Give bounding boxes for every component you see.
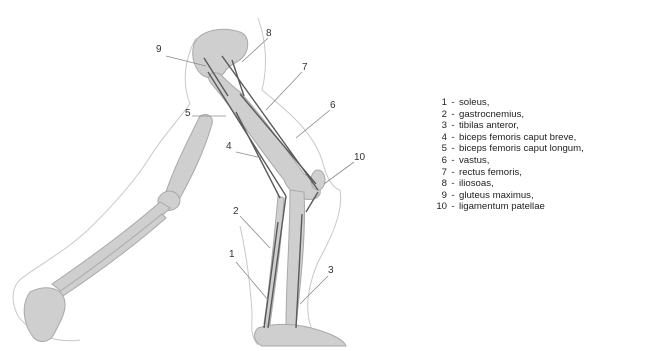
pelvis <box>193 29 248 78</box>
back-tibia <box>52 202 170 292</box>
muscle-legend: 1-soleus, 2-gastrocnemius, 3-tibilas ant… <box>426 97 584 213</box>
label-9: 9 <box>156 44 162 55</box>
legend-number: 9 <box>426 190 447 202</box>
legend-item: 10-ligamentum patellae <box>426 201 584 213</box>
legend-item: 7-rectus femoris, <box>426 167 584 179</box>
legend-separator: - <box>447 190 459 202</box>
leader-line-7 <box>266 72 302 110</box>
legend-number: 2 <box>426 109 447 121</box>
legend-name: tibilas anteror, <box>459 120 519 132</box>
label-4: 4 <box>226 141 232 152</box>
legend-item: 3-tibilas anteror, <box>426 120 584 132</box>
back-fibula <box>56 214 166 298</box>
label-6: 6 <box>330 100 336 111</box>
legend-number: 8 <box>426 178 447 190</box>
legend-separator: - <box>447 97 459 109</box>
legend-separator: - <box>447 120 459 132</box>
tibia <box>286 190 305 326</box>
legend-name: gastrocnemius, <box>459 109 524 121</box>
legend-item: 9-gluteus maximus, <box>426 190 584 202</box>
legend-name: biceps femoris caput breve, <box>459 132 576 144</box>
legend-item: 8-iliosoas, <box>426 178 584 190</box>
legend-separator: - <box>447 178 459 190</box>
label-7: 7 <box>302 62 308 73</box>
legend-separator: - <box>447 132 459 144</box>
leader-line-6 <box>296 110 330 138</box>
legend-name: ligamentum patellae <box>459 201 545 213</box>
legend-separator: - <box>447 155 459 167</box>
legend-separator: - <box>447 109 459 121</box>
legend-item: 2-gastrocnemius, <box>426 109 584 121</box>
legend-separator: - <box>447 167 459 179</box>
legend-name: soleus, <box>459 97 489 109</box>
legend-name: vastus, <box>459 155 489 167</box>
legend-name: gluteus maximus, <box>459 190 534 202</box>
leader-line-1 <box>236 262 268 300</box>
back-foot <box>24 288 65 342</box>
label-2: 2 <box>233 206 239 217</box>
leader-line-2 <box>240 216 270 248</box>
legend-item: 6-vastus, <box>426 155 584 167</box>
legend-number: 1 <box>426 97 447 109</box>
legend-number: 10 <box>426 201 447 213</box>
legend-item: 4-biceps femoris caput breve, <box>426 132 584 144</box>
legend-name: rectus femoris, <box>459 167 522 179</box>
legend-item: 1-soleus, <box>426 97 584 109</box>
label-5: 5 <box>185 108 191 119</box>
label-1: 1 <box>229 249 235 260</box>
label-8: 8 <box>266 28 272 39</box>
legend-number: 4 <box>426 132 447 144</box>
label-3: 3 <box>328 265 334 276</box>
legend-number: 5 <box>426 143 447 155</box>
legend-separator: - <box>447 201 459 213</box>
legend-number: 7 <box>426 167 447 179</box>
legend-number: 3 <box>426 120 447 132</box>
leader-line-3 <box>300 276 328 304</box>
label-10: 10 <box>354 152 366 163</box>
leader-line-10 <box>324 162 354 184</box>
legend-name: iliosoas, <box>459 178 494 190</box>
legend-separator: - <box>447 143 459 155</box>
legend-name: biceps femoris caput longum, <box>459 143 584 155</box>
legend-number: 6 <box>426 155 447 167</box>
legend-item: 5-biceps femoris caput longum, <box>426 143 584 155</box>
